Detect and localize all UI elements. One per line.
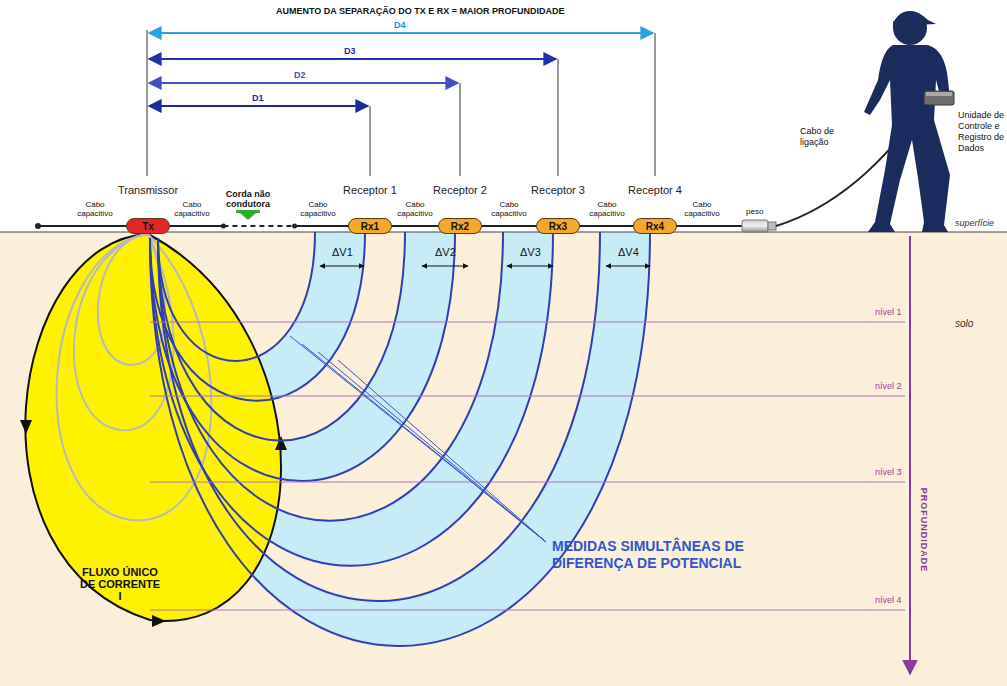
dimension-d3 xyxy=(149,58,556,60)
depth-axis-label: PROFUNDIDADE xyxy=(919,488,929,573)
delta-v-label: ΔV1 xyxy=(332,246,353,259)
level-label: nível 4 xyxy=(875,595,902,605)
dimension-label: D1 xyxy=(252,93,264,103)
level-label: nível 3 xyxy=(875,467,902,477)
node-label: Rx3 xyxy=(549,221,567,232)
green-arrow xyxy=(236,210,260,220)
band-edge xyxy=(158,232,315,361)
cable-connector xyxy=(392,225,438,227)
cable-label: Cabo capacitivo xyxy=(395,200,435,218)
receiver: Receptor 1Rx1 xyxy=(348,218,392,234)
band-edge xyxy=(158,232,503,521)
node-heading: Receptor 2 xyxy=(433,184,487,196)
rope-segment xyxy=(223,225,294,227)
operator xyxy=(864,11,950,232)
node-heading: Receptor 1 xyxy=(343,184,397,196)
dimension-d4 xyxy=(149,32,653,34)
control-unit-label: Unidade de Controle e Registro de Dados xyxy=(958,110,1006,154)
band-edge xyxy=(158,232,600,601)
delta-v-label: ΔV4 xyxy=(618,246,639,259)
control-unit-top xyxy=(926,92,952,96)
node-label: Rx2 xyxy=(451,221,469,232)
cable-label: Cabo capacitivo xyxy=(298,200,338,218)
cable-connector xyxy=(170,224,348,229)
cable-segment xyxy=(482,225,536,227)
weight-label: peso xyxy=(746,207,763,216)
cable-label: Cabo capacitivo xyxy=(587,200,627,218)
weight xyxy=(742,220,776,232)
node-heading: Transmissor xyxy=(118,184,178,196)
receiver: Receptor 4Rx4 xyxy=(633,218,677,234)
cable-end xyxy=(35,223,41,229)
current-label: FLUXO ÚNICO DE CORRENTE I xyxy=(78,566,162,602)
band-outlines xyxy=(150,232,650,646)
dimension-label: D2 xyxy=(294,70,306,80)
dimension-label: D3 xyxy=(344,46,356,56)
level-label: nível 2 xyxy=(875,381,902,391)
receiver: Receptor 3Rx3 xyxy=(536,218,580,234)
level-label: nível 1 xyxy=(875,307,902,317)
cable-joint xyxy=(221,224,226,229)
cable-segment xyxy=(392,225,438,227)
dimension-d1 xyxy=(149,105,368,107)
node-heading: Receptor 3 xyxy=(531,184,585,196)
cable-left xyxy=(38,225,140,227)
node-label: Rx1 xyxy=(361,221,379,232)
leader-lines xyxy=(290,336,546,542)
cable-segment xyxy=(170,225,223,227)
receiver: Receptor 2Rx2 xyxy=(438,218,482,234)
cable-segment xyxy=(295,225,348,227)
band-edge xyxy=(150,232,455,481)
depth-axis xyxy=(909,236,911,674)
cable-label: Cabo capacitivo xyxy=(489,200,529,218)
delta-v-arrows xyxy=(320,266,650,267)
cable-connector xyxy=(580,225,633,227)
diagram-title: AUMENTO DA SEPARAÇÃO DO TX E RX = MAIOR … xyxy=(276,6,565,16)
control-unit xyxy=(924,91,954,105)
transmitter: TransmissorTx xyxy=(126,218,170,234)
band-edge xyxy=(150,232,365,401)
delta-v-label: ΔV2 xyxy=(435,246,456,259)
dimension-label: D4 xyxy=(394,20,406,30)
cable-label: Cabo capacitivo xyxy=(75,200,115,218)
measurement-label: MEDIDAS SIMULTÂNEAS DE DIFERENÇA DE POTE… xyxy=(552,538,766,572)
node-label: Rx4 xyxy=(646,221,664,232)
dimension-d2 xyxy=(149,82,458,84)
ground xyxy=(0,232,1007,686)
node-label: Tx xyxy=(142,221,154,232)
cable-joint xyxy=(292,224,297,229)
depth-levels xyxy=(150,322,905,610)
band-edge xyxy=(150,232,650,646)
delta-v-label: ΔV3 xyxy=(520,246,541,259)
link-cable-label: Cabo de ligação xyxy=(800,126,844,148)
soil-label: solo xyxy=(955,318,973,330)
cable-connector xyxy=(482,225,536,227)
band-edge xyxy=(158,232,405,441)
cable-segment xyxy=(580,225,633,227)
rope-label: Corda não condutora xyxy=(218,189,278,209)
node-heading: Receptor 4 xyxy=(628,184,682,196)
dimension-ticks xyxy=(147,30,655,176)
cable-label: Cabo capacitivo xyxy=(682,200,722,218)
surface-label: superfície xyxy=(955,218,994,228)
cable-label: Cabo capacitivo xyxy=(172,200,212,218)
